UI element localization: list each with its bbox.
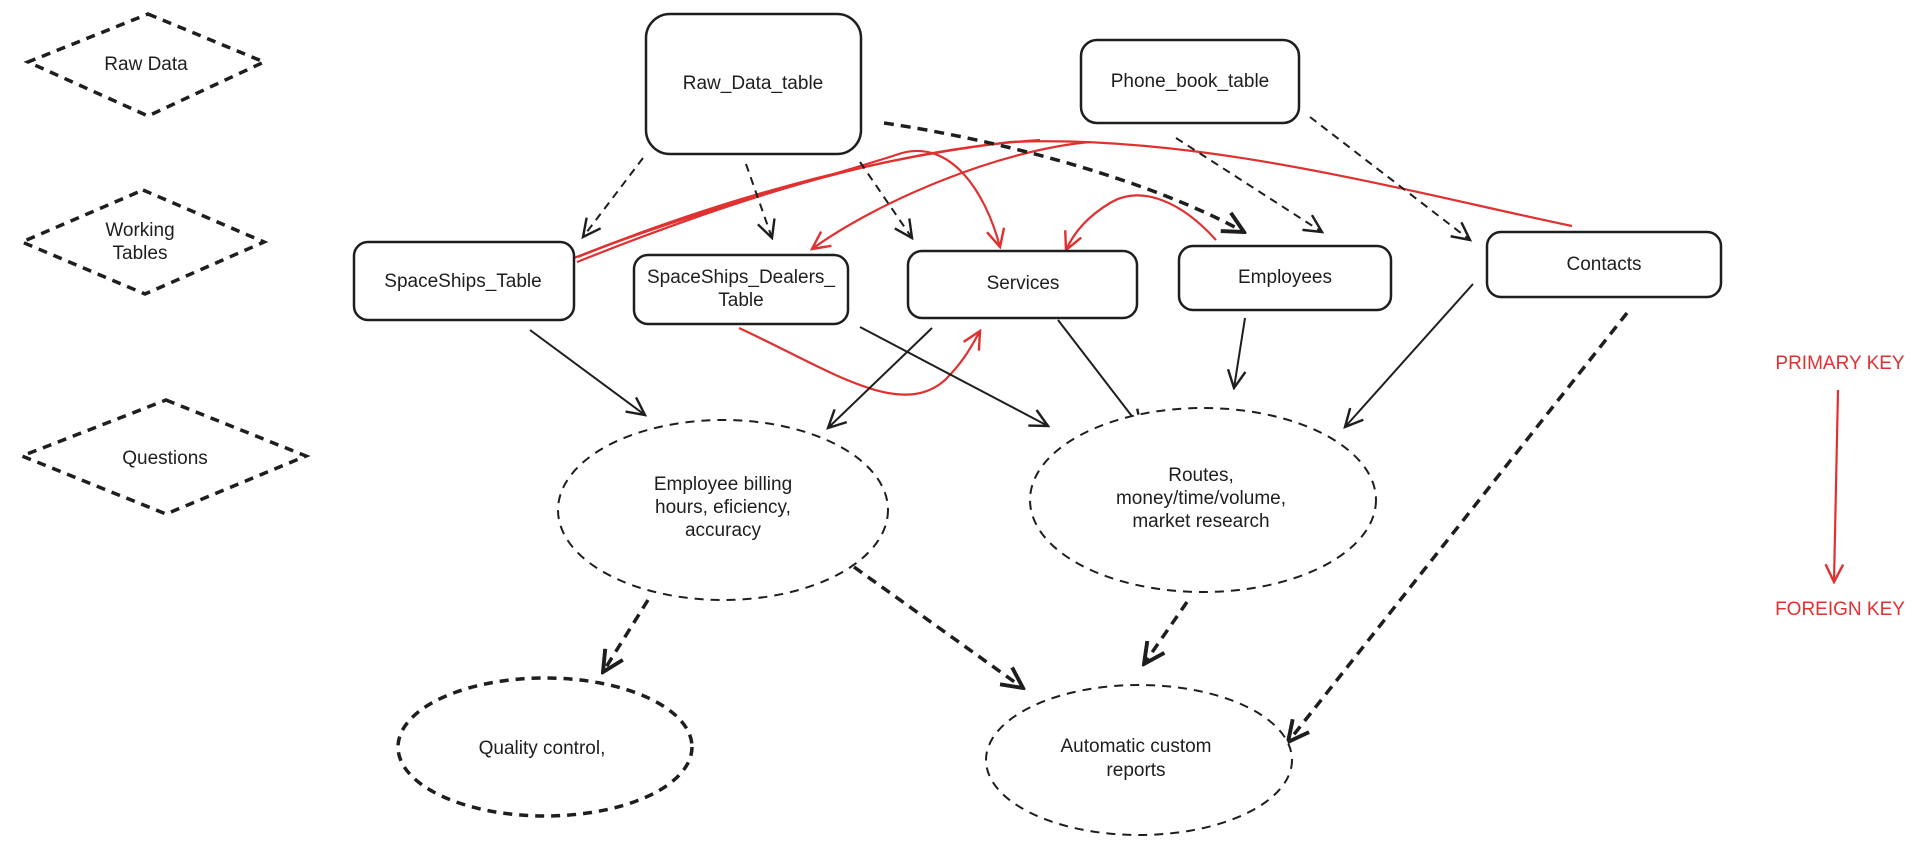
raw-to-working-arrows: [583, 116, 1470, 240]
category-working-tables: Working Tables: [17, 188, 269, 296]
spaceships-table-box: [352, 240, 576, 322]
contacts-to-dealers-fk: [812, 140, 1091, 249]
spaceships-to-contacts-line: [573, 140, 1573, 260]
employees-table-node: Employees: [1177, 244, 1393, 312]
services-to-billing-arrow: [828, 327, 933, 428]
dealers-table-node: SpaceShips_Dealers_ Table: [632, 253, 850, 326]
raw-data-label: Raw Data: [104, 54, 188, 75]
routes-to-reports-arrow: [1144, 601, 1189, 664]
custom-reports-line2: reports: [1106, 760, 1165, 781]
custom-reports-node: Automatic custom reports: [985, 684, 1293, 836]
services-to-routes-arrow: [1057, 319, 1141, 428]
employees-table-box: [1177, 244, 1393, 312]
billing-question-line2: hours, eficiency,: [655, 497, 791, 518]
services-table-box: [906, 249, 1139, 320]
dealers-to-services-fk: [738, 327, 980, 396]
employees-to-services-fk: [1066, 194, 1217, 250]
quality-control-label: Quality control,: [479, 738, 606, 759]
contacts-table-node: Contacts: [1485, 230, 1723, 299]
dealers-table-label-line2: Table: [718, 290, 763, 311]
services-table-node: Services: [906, 249, 1139, 320]
raw-to-dealers-arrow: [745, 163, 772, 238]
spaceships-to-billing-arrow: [529, 329, 645, 415]
working-tables-label-line1: Working: [105, 220, 174, 241]
legend-arrow: [1834, 389, 1838, 582]
employees-table-label: Employees: [1238, 267, 1332, 288]
services-table-label: Services: [987, 273, 1060, 294]
dealers-table-box: [632, 253, 850, 326]
spaceships-table-label: SpaceShips_Table: [384, 271, 541, 292]
billing-question-line1: Employee billing: [654, 474, 792, 495]
raw-data-table-box: [644, 12, 863, 156]
contacts-table-label: Contacts: [1567, 254, 1642, 275]
questions-label: Questions: [122, 448, 208, 469]
working-tables-diamond: [17, 188, 269, 296]
phonebook-to-contacts-arrow: [1309, 116, 1470, 240]
routes-question-node: Routes, money/time/volume, market resear…: [1029, 407, 1377, 593]
billing-question-ellipse: [557, 419, 889, 601]
category-questions: Questions: [17, 398, 311, 516]
category-raw-data: Raw Data: [23, 12, 269, 118]
working-tables-label-line2: Tables: [113, 243, 168, 264]
contacts-table-box: [1485, 230, 1723, 299]
key-relations: [573, 138, 1573, 396]
raw-to-employees-arrow: [883, 121, 1244, 232]
legend-foreign-key: FOREIGN KEY: [1775, 599, 1905, 620]
legend-primary-key: PRIMARY KEY: [1775, 353, 1905, 374]
raw-to-spaceships-arrow: [583, 157, 644, 237]
question-to-output-arrows: [603, 311, 1629, 742]
employees-to-routes-arrow: [1234, 317, 1245, 388]
quality-control-ellipse: [396, 676, 694, 818]
phone-book-table-node: Phone_book_table: [1079, 38, 1301, 125]
spaceships-to-services-fk: [577, 150, 1000, 259]
routes-question-line2: money/time/volume,: [1116, 488, 1286, 509]
billing-question-line3: accuracy: [685, 520, 762, 541]
raw-to-services-arrow: [859, 161, 912, 238]
custom-reports-line1: Automatic custom: [1061, 736, 1212, 757]
raw-data-table-node: Raw_Data_table: [644, 12, 863, 156]
phone-book-table-label: Phone_book_table: [1111, 71, 1269, 92]
billing-question-node: Employee billing hours, eficiency, accur…: [557, 419, 889, 601]
contacts-to-reports-arrow: [1288, 311, 1629, 742]
billing-to-quality-arrow: [603, 599, 650, 672]
working-to-question-arrows: [529, 283, 1474, 428]
phone-book-table-box: [1079, 38, 1301, 125]
quality-control-node: Quality control,: [396, 676, 694, 818]
dealers-to-routes-arrow: [859, 326, 1048, 426]
raw-data-table-label: Raw_Data_table: [683, 73, 823, 94]
dealers-table-label-line1: SpaceShips_Dealers_: [647, 267, 835, 288]
raw-data-diamond: [23, 12, 269, 118]
custom-reports-ellipse: [985, 684, 1293, 836]
billing-to-reports-arrow: [852, 565, 1023, 688]
routes-question-line1: Routes,: [1168, 465, 1233, 486]
spaceships-table-node: SpaceShips_Table: [352, 240, 576, 322]
contacts-to-routes-arrow: [1345, 283, 1474, 427]
spaceships-to-contacts-line-double: [576, 138, 1041, 264]
key-legend: PRIMARY KEY FOREIGN KEY: [1775, 353, 1905, 620]
routes-question-ellipse: [1029, 407, 1377, 593]
phonebook-to-employees-arrow: [1175, 137, 1322, 232]
questions-diamond: [17, 398, 311, 516]
routes-question-line3: market research: [1132, 511, 1269, 532]
